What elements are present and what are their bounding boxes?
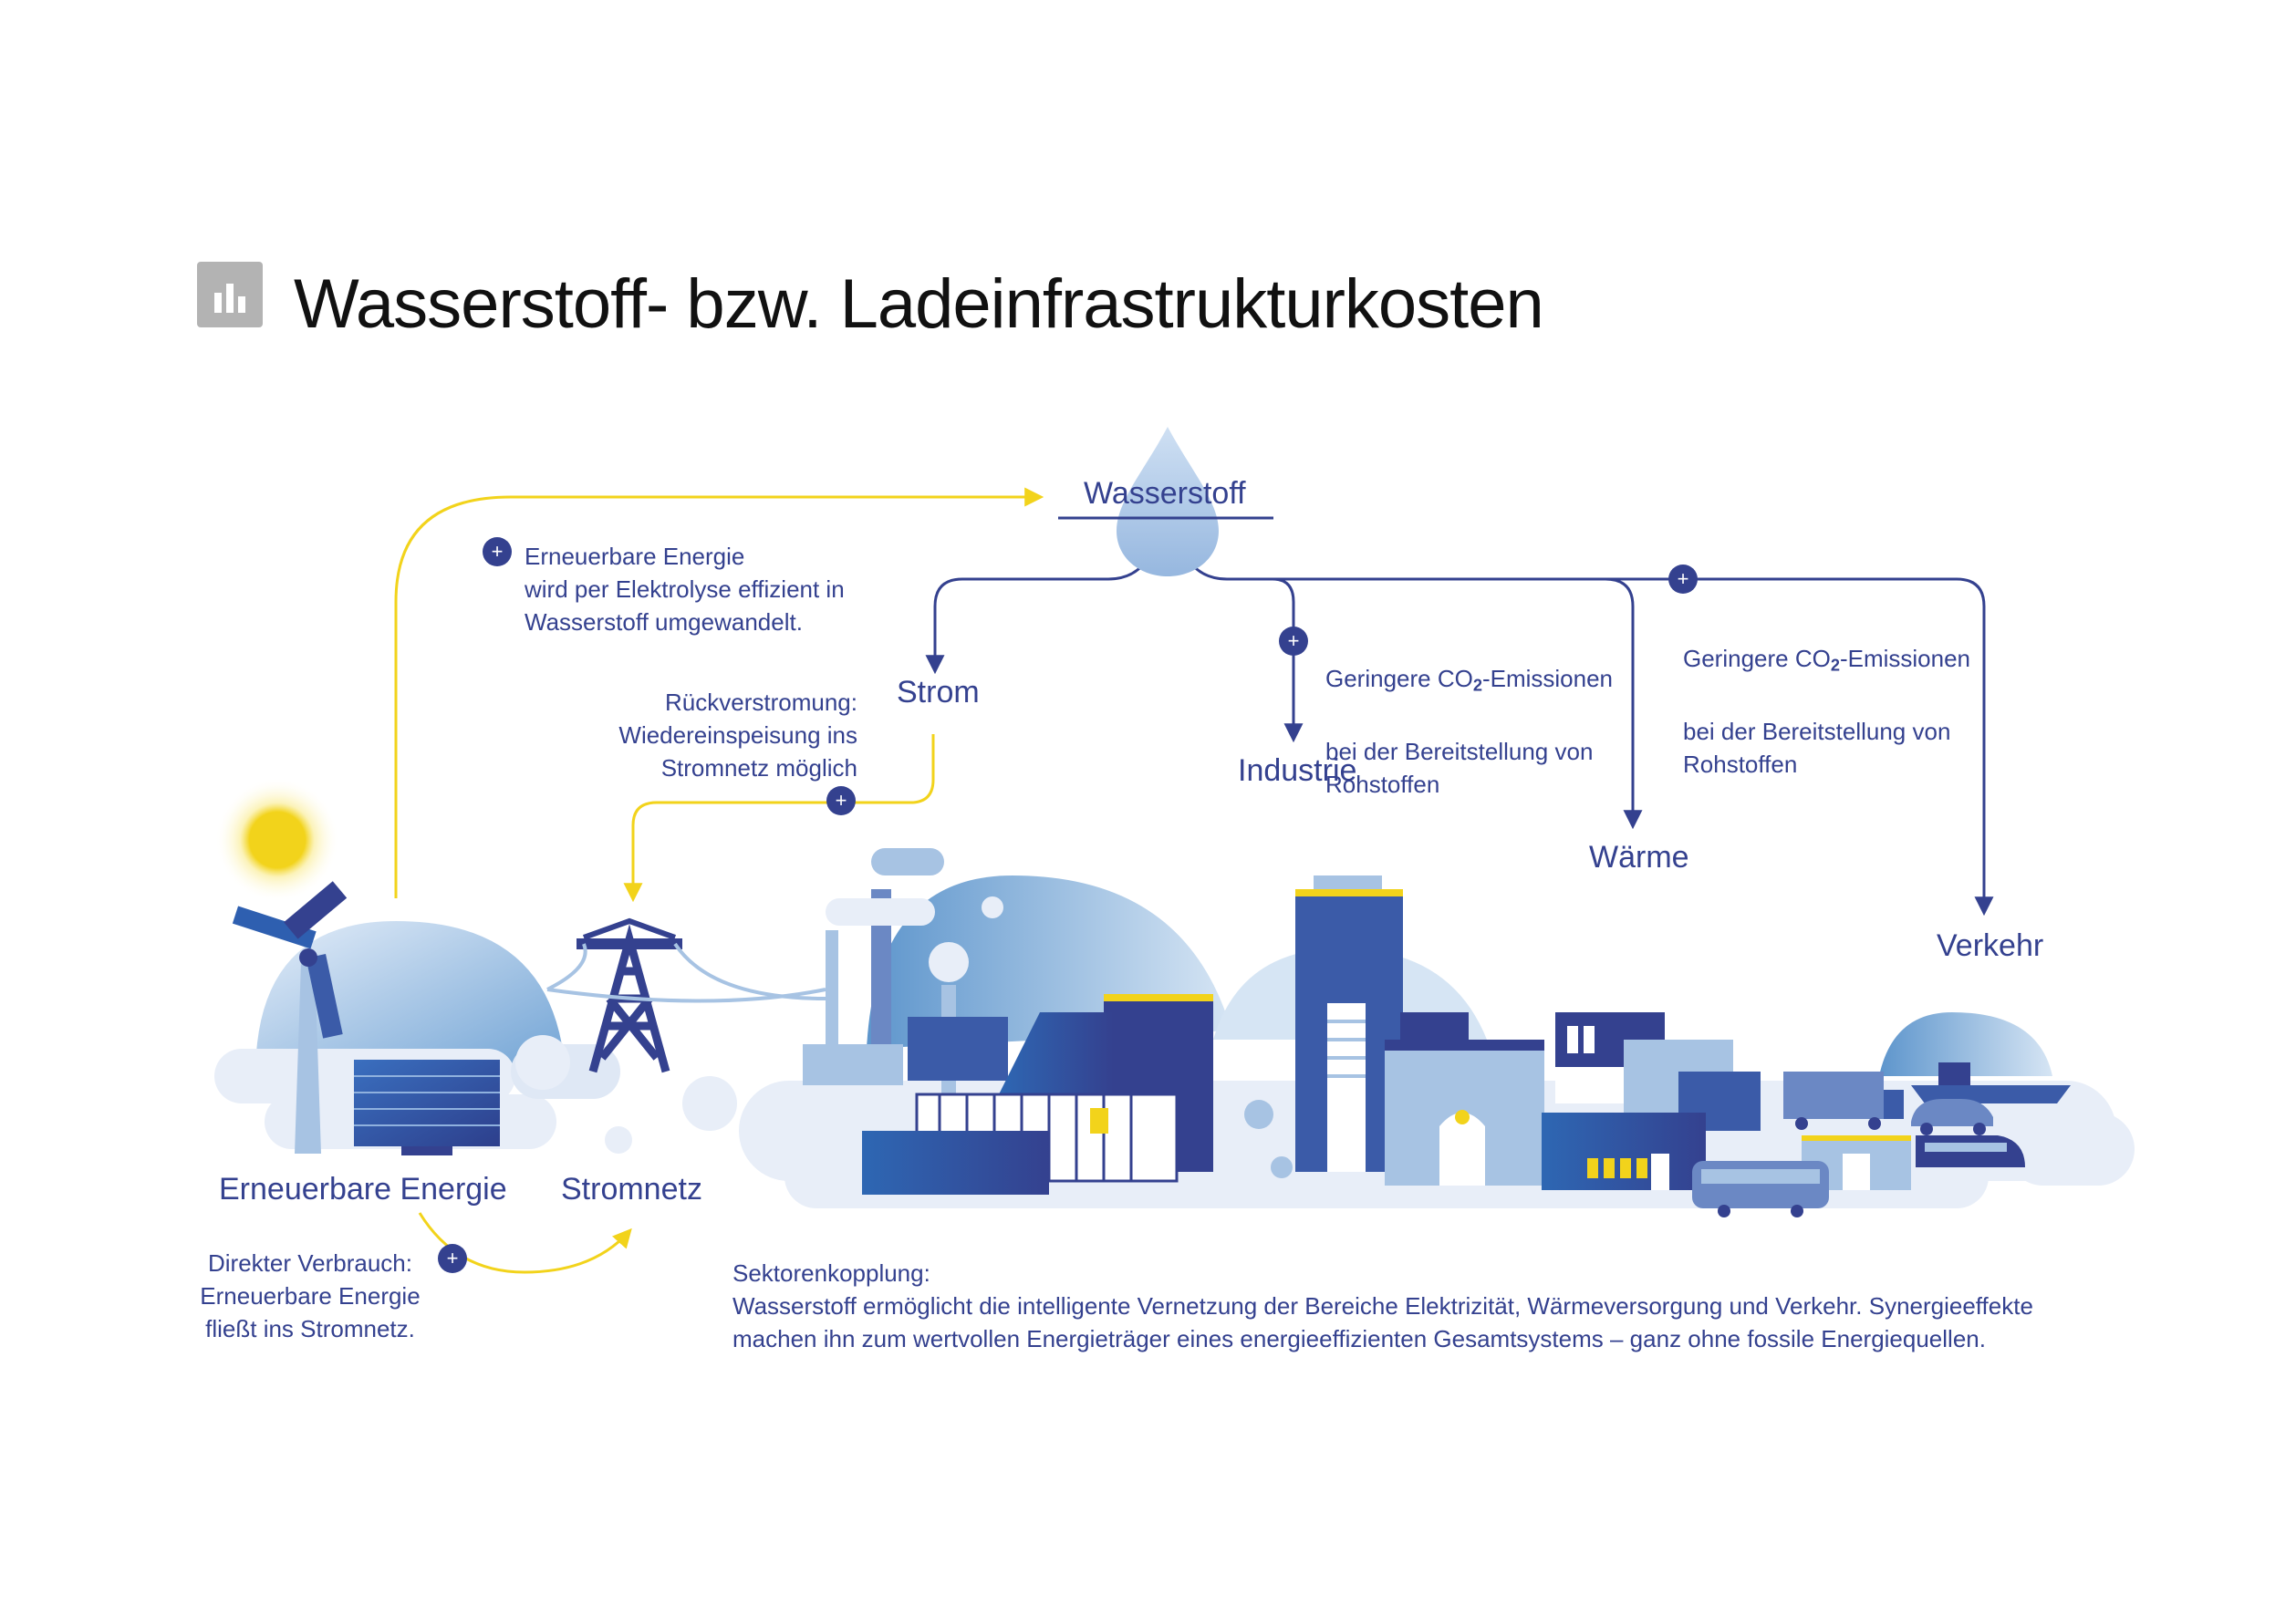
solar-panel-icon xyxy=(354,1060,500,1155)
svg-text:+: + xyxy=(1678,567,1689,590)
svg-text:+: + xyxy=(492,540,504,563)
truck-icon xyxy=(1783,1072,1884,1119)
plus-badge-icon: + xyxy=(826,786,856,815)
node-label-strom: Strom xyxy=(897,675,980,710)
plus-badge-icon: + xyxy=(1279,627,1308,656)
node-label-verkehr: Verkehr xyxy=(1937,928,2043,964)
note-reconversion: Rückverstromung: Wiedereinspeisung ins S… xyxy=(547,686,857,784)
city-landscape xyxy=(739,848,2135,1217)
node-label-hydrogen: Wasserstoff xyxy=(1084,476,1246,512)
sector-coupling-line-2: machen ihn zum wertvollen Energieträger … xyxy=(732,1322,2156,1355)
note-co2-heat: Geringere CO2-Emissionen bei der Bereits… xyxy=(1683,609,1970,813)
note-direct-use: Direkter Verbrauch: Erneuerbare Energie … xyxy=(182,1247,438,1345)
sector-coupling-heading: Sektorenkopplung: xyxy=(732,1257,2156,1290)
power-line xyxy=(547,944,826,1001)
svg-text:+: + xyxy=(836,789,847,812)
sun-icon xyxy=(215,778,339,902)
node-label-waerme: Wärme xyxy=(1589,840,1689,875)
svg-text:+: + xyxy=(1288,629,1300,652)
plus-badge-icon: + xyxy=(1668,565,1698,594)
svg-text:+: + xyxy=(447,1247,459,1269)
sector-coupling-line-1: Wasserstoff ermöglicht die intelligente … xyxy=(732,1290,2156,1322)
renewables-landscape xyxy=(214,881,826,1155)
node-label-grid: Stromnetz xyxy=(561,1172,702,1207)
note-co2-industry: Geringere CO2-Emissionen bei der Bereits… xyxy=(1325,629,1613,834)
note-electrolysis: Erneuerbare Energie wird per Elektrolyse… xyxy=(525,540,845,638)
plus-badge-icon: + xyxy=(483,537,512,566)
chart-icon xyxy=(197,262,263,327)
node-label-renewables: Erneuerbare Energie xyxy=(219,1172,507,1207)
bus-icon xyxy=(1692,1161,1829,1208)
plus-badge-icon: + xyxy=(438,1244,467,1273)
sector-coupling-text: Sektorenkopplung: Wasserstoff ermöglicht… xyxy=(732,1257,2156,1355)
page-title: Wasserstoff- bzw. Ladeinfrastrukturkoste… xyxy=(294,264,1543,344)
